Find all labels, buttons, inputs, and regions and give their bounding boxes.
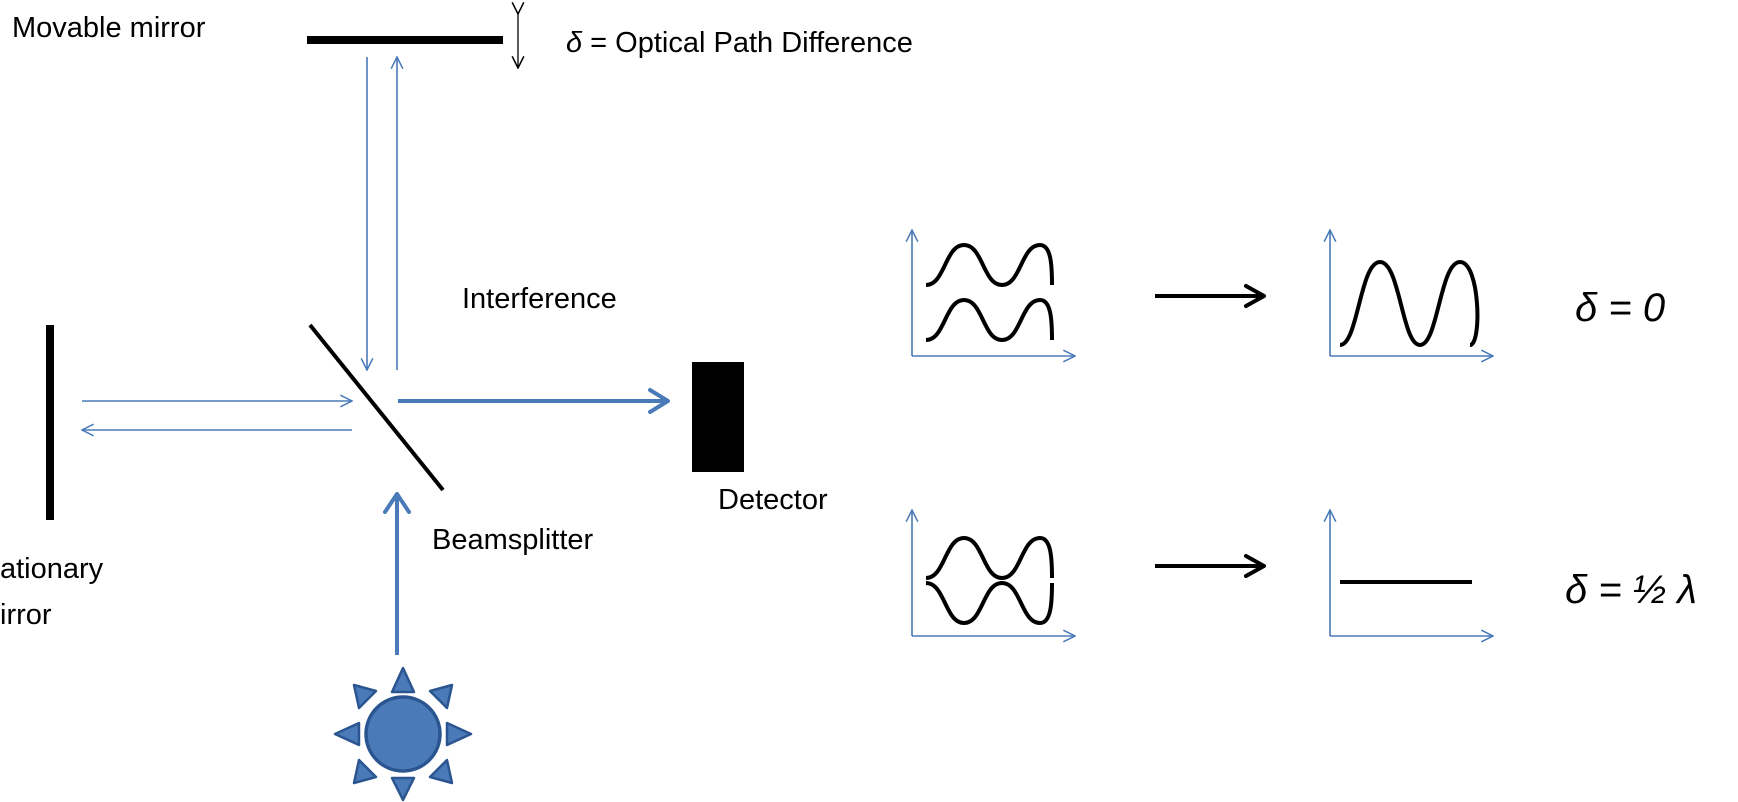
- constructive-interference-wave: [1339, 259, 1480, 348]
- in-phase-wave-1: [925, 242, 1054, 288]
- beamsplitter: [308, 323, 445, 492]
- beam-to-detector-head: [648, 388, 670, 414]
- out-of-phase-wave-1: [925, 535, 1054, 581]
- optical-path-difference-label: δ = Optical Path Difference: [566, 29, 913, 58]
- beamsplitter-label: Beamsplitter: [432, 524, 594, 556]
- detector: [692, 362, 744, 472]
- in-phase-input-plot: [912, 230, 1075, 356]
- movable-mirror-label: Movable mirror: [12, 12, 206, 44]
- light-source-icon: [333, 666, 473, 802]
- out-of-phase-equation: δ = ½ λ: [1565, 568, 1697, 612]
- in-phase-equation: δ = 0: [1575, 286, 1666, 330]
- out-of-phase-result-arrow-head: [1244, 554, 1266, 578]
- in-phase-wave-2: [925, 297, 1054, 343]
- opd-definition-text: = Optical Path Difference: [582, 27, 913, 59]
- in-phase-output-plot: [1330, 230, 1493, 356]
- stationary-mirror-label-line1: ationary: [0, 553, 104, 585]
- out-of-phase-input-plot: [912, 510, 1075, 636]
- out-of-phase-wave-2: [925, 580, 1054, 626]
- stationary-mirror-label-line2: irror: [0, 599, 52, 631]
- in-phase-result-arrow-head: [1244, 284, 1266, 308]
- opd-delta-symbol: δ: [566, 27, 583, 59]
- out-of-phase-output-plot: [1330, 510, 1493, 636]
- interference-label: Interference: [462, 283, 617, 315]
- detector-label: Detector: [718, 484, 828, 516]
- beam-from-source-head: [383, 492, 411, 514]
